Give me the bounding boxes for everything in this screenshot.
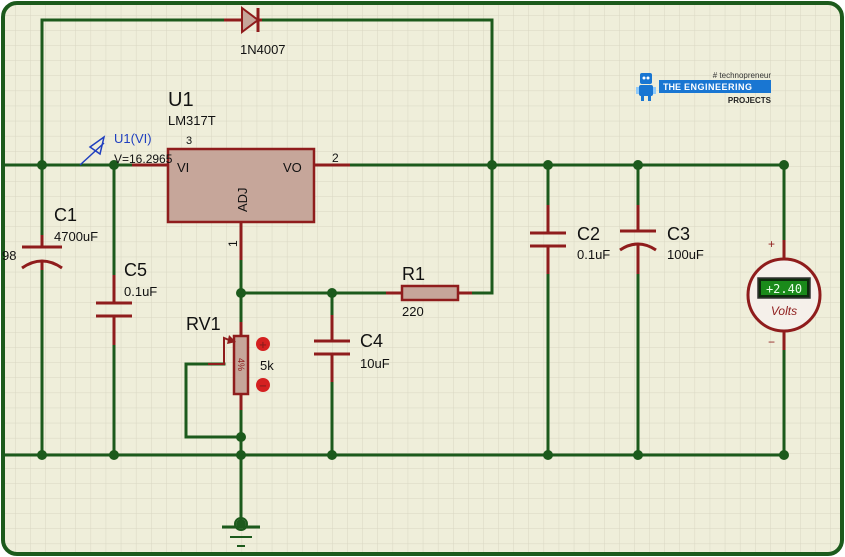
meter-minus: −	[768, 335, 775, 349]
robot-leg	[648, 96, 651, 101]
logo-name: ENGINEERING	[684, 82, 753, 92]
wires	[1, 18, 786, 526]
potentiometer-rv1[interactable]	[208, 322, 250, 410]
c2-ref: C2	[577, 224, 600, 244]
c5-value: 0.1uF	[124, 284, 157, 299]
probe-stem	[79, 142, 105, 166]
robot-arm	[636, 87, 639, 94]
regulator-pin-adj-label: ADJ	[235, 187, 250, 212]
meter-plus: +	[768, 237, 775, 251]
junction-dot	[779, 160, 789, 170]
probe-value: V=16.2965	[114, 152, 173, 166]
robot-eye	[646, 76, 650, 80]
meter-screen	[761, 281, 807, 295]
robot-arm	[653, 87, 656, 94]
logo-sub: PROJECTS	[728, 96, 772, 105]
junction-dot	[236, 432, 246, 442]
probe-arrow	[88, 135, 106, 156]
ground-icon	[222, 517, 260, 547]
probe-name: U1(VI)	[114, 131, 152, 146]
robot-head	[640, 73, 652, 84]
diode-part-label: 1N4007	[240, 42, 286, 57]
capacitor-c3[interactable]	[619, 205, 657, 274]
capacitor-c4[interactable]	[314, 315, 350, 382]
regulator-pin-num-vi: 3	[186, 135, 192, 147]
junction-dot	[236, 450, 246, 460]
regulator-pin-num-adj: 1	[226, 240, 240, 247]
c2-value: 0.1uF	[577, 247, 610, 262]
c1-value: 4700uF	[54, 229, 98, 244]
rv1-percent: 4%	[236, 358, 246, 371]
resistor-r1[interactable]	[386, 284, 472, 302]
robot-eye	[642, 76, 646, 80]
robot-body	[639, 85, 653, 96]
capacitor-c2[interactable]	[530, 205, 566, 274]
c4-value: 10uF	[360, 356, 390, 371]
wire-rv1-wiper	[184, 362, 243, 439]
junctions	[37, 160, 789, 529]
c5-ref: C5	[124, 260, 147, 280]
junction-dot	[487, 160, 497, 170]
rv1-decrease-circle	[256, 378, 270, 392]
junction-dot	[109, 160, 119, 170]
rv1-increase-label: +	[259, 340, 267, 351]
rv1-ref: RV1	[186, 314, 221, 334]
regulator-pin-vi-label: VI	[177, 160, 189, 175]
rv1-wiper-head	[227, 335, 236, 344]
r1-value: 220	[402, 304, 424, 319]
junction-dot	[236, 288, 246, 298]
meter-reading: +2.40	[766, 282, 802, 296]
junction-dot	[543, 160, 553, 170]
dc-voltmeter[interactable]	[746, 240, 822, 350]
junction-dot	[327, 288, 337, 298]
junction-dot	[37, 160, 47, 170]
junction-dot	[633, 450, 643, 460]
wire-top-right	[260, 18, 494, 295]
regulator-u1[interactable]	[132, 147, 350, 260]
rv1-decrease-label: −	[259, 381, 267, 392]
regulator-body	[166, 147, 316, 224]
junction-dot	[37, 450, 47, 460]
c1-ref: C1	[54, 205, 77, 225]
robot-leg	[641, 96, 644, 101]
c3-value: 100uF	[667, 247, 704, 262]
c1-cut-label: 98	[2, 248, 16, 263]
wire-top-left	[40, 18, 226, 167]
junction-dot	[633, 160, 643, 170]
regulator-part: LM317T	[168, 113, 216, 128]
logo-banner	[659, 80, 771, 93]
junction-dot	[109, 450, 119, 460]
diode-1n4007[interactable]	[224, 6, 262, 34]
capacitor-c1[interactable]	[21, 235, 63, 270]
ground-ring	[234, 517, 248, 531]
voltage-probe-icon[interactable]	[79, 135, 106, 166]
junction-dot	[327, 450, 337, 460]
logo-the: THE	[663, 82, 681, 92]
junction-dot	[779, 450, 789, 460]
r1-body	[400, 284, 460, 302]
logo-tag: # technopreneur	[713, 71, 772, 80]
rv1-value: 5k	[260, 358, 274, 373]
capacitor-c5[interactable]	[96, 275, 132, 345]
diode-triangle	[241, 6, 260, 34]
grid-lines	[3, 3, 842, 554]
r1-ref: R1	[402, 264, 425, 284]
engineering-projects-logo	[636, 73, 771, 101]
rv1-decrease-button[interactable]: −	[256, 378, 270, 392]
meter-unit: Volts	[771, 304, 797, 318]
junction-dot	[543, 450, 553, 460]
rv1-increase-button[interactable]: +	[256, 337, 270, 351]
c4-ref: C4	[360, 331, 383, 351]
c3-ref: C3	[667, 224, 690, 244]
regulator-ref: U1	[168, 89, 194, 111]
regulator-pin-vo-label: VO	[283, 160, 302, 175]
regulator-pin-num-vo: 2	[332, 151, 339, 165]
robot-icon	[636, 73, 656, 101]
rv1-increase-circle	[256, 337, 270, 351]
